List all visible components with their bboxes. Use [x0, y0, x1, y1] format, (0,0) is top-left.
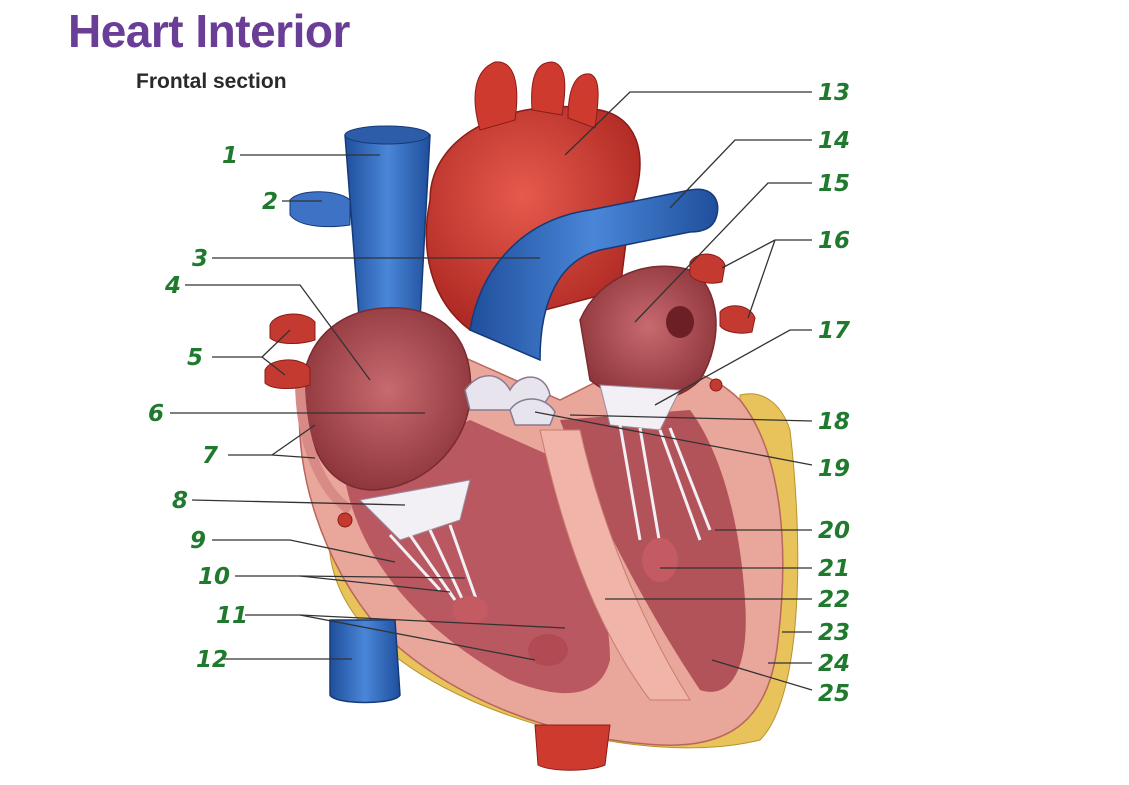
label-14: 14 — [818, 128, 850, 154]
label-5: 5 — [187, 345, 203, 371]
label-21: 21 — [818, 556, 850, 582]
label-3: 3 — [192, 246, 208, 272]
page-subtitle: Frontal section — [136, 70, 287, 93]
label-16: 16 — [818, 228, 850, 254]
right-pulmonary-vein-upper — [269, 313, 316, 344]
label-23: 23 — [818, 620, 850, 646]
label-1: 1 — [222, 143, 238, 169]
aortic-valve — [509, 398, 556, 426]
left-subclavian — [567, 73, 599, 129]
left-pulmonary-vein-upper — [689, 253, 726, 284]
label-9: 9 — [190, 528, 206, 554]
label-12: 12 — [196, 647, 228, 673]
inferior-vena-cava — [329, 619, 401, 704]
pulmonary-vein-opening — [666, 306, 694, 338]
label-8: 8 — [172, 488, 188, 514]
label-20: 20 — [818, 518, 850, 544]
label-22: 22 — [818, 587, 850, 613]
label-15: 15 — [818, 171, 850, 197]
page-title: Heart Interior — [68, 5, 350, 57]
label-17: 17 — [818, 318, 850, 344]
leader-lines — [170, 91, 813, 691]
label-2: 2 — [262, 189, 278, 215]
pulmonary-trunk — [469, 188, 719, 362]
left-common-carotid — [531, 61, 566, 116]
label-11: 11 — [216, 603, 248, 629]
svc-opening — [344, 125, 430, 145]
right-ventricle — [345, 420, 610, 694]
interventricular-septum — [539, 429, 691, 701]
label-13: 13 — [818, 80, 850, 106]
right-pulmonary-vein-lower — [264, 359, 311, 389]
chordae-left — [618, 424, 712, 546]
label-4: 4 — [164, 273, 181, 299]
descending-aorta — [534, 724, 611, 771]
azygos-vein — [289, 191, 351, 228]
brachiocephalic-trunk — [474, 61, 518, 131]
right-atrium-wall — [295, 379, 353, 515]
papillary-muscle-right — [452, 596, 488, 624]
label-6: 6 — [148, 401, 164, 427]
label-24: 24 — [818, 651, 850, 677]
coronary-artery-left — [709, 378, 723, 392]
superior-vena-cava — [344, 127, 431, 331]
coronary-artery-right — [337, 512, 353, 528]
label-19: 19 — [818, 456, 850, 482]
aortic-arch — [425, 105, 641, 331]
left-pulmonary-vein-lower — [719, 305, 756, 334]
label-10: 10 — [198, 564, 230, 590]
moderator-band — [528, 634, 568, 666]
number-labels: 1 2 3 4 5 6 7 8 9 10 11 12 13 14 15 16 1… — [148, 80, 850, 707]
papillary-muscle-left — [642, 538, 678, 582]
chordae-right — [388, 524, 482, 611]
tricuspid-valve — [358, 479, 471, 541]
label-7: 7 — [202, 443, 218, 469]
label-25: 25 — [818, 681, 850, 707]
label-18: 18 — [818, 409, 850, 435]
